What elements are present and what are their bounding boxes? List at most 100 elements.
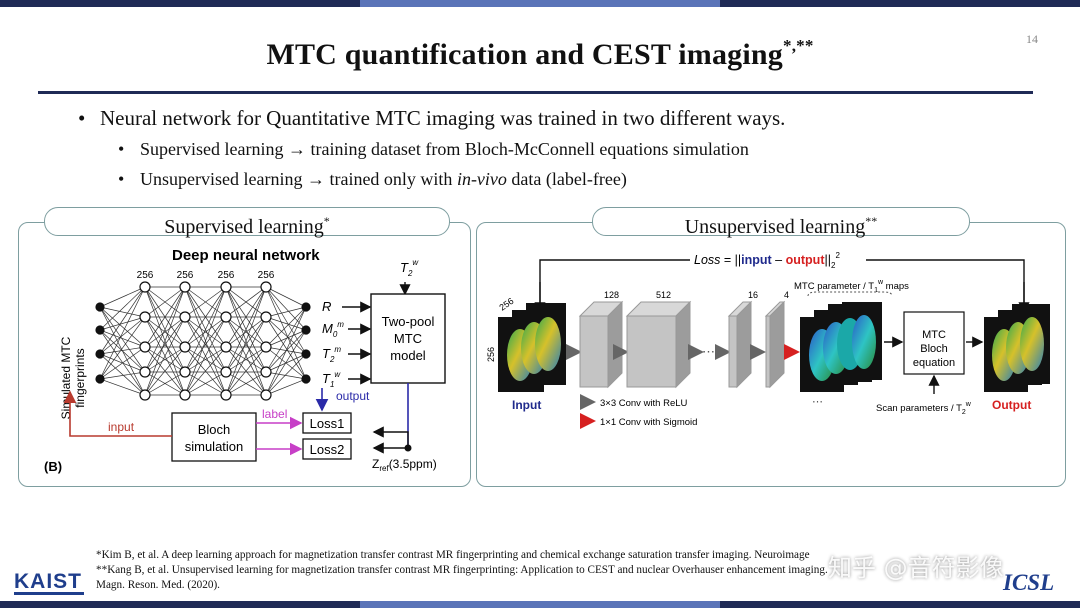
output-R: R bbox=[322, 299, 331, 314]
input-label-line2: fingerprints bbox=[73, 348, 87, 407]
bullet-sub-supervised: •Supervised learning → training dataset … bbox=[118, 139, 749, 159]
svg-text:Bloch: Bloch bbox=[198, 422, 231, 437]
footnote-2: **Kang B, et al. Unsupervised learning f… bbox=[96, 564, 828, 576]
nn-node bbox=[95, 302, 105, 312]
svg-text:16: 16 bbox=[748, 290, 758, 300]
conv-block-128 bbox=[578, 300, 624, 389]
svg-text:model: model bbox=[390, 348, 426, 363]
nn-node bbox=[220, 341, 232, 353]
mtc-maps-label: MTC parameter / T1w maps bbox=[794, 279, 909, 294]
nn-node bbox=[179, 341, 191, 353]
mtc-maps-stack bbox=[800, 302, 882, 392]
nn-node bbox=[139, 311, 151, 323]
nn-node bbox=[139, 281, 151, 293]
loss2-box bbox=[302, 438, 352, 460]
label-word: label bbox=[262, 407, 287, 421]
layer-size-4: 256 bbox=[258, 270, 275, 281]
input-label-line1: Simulated MTC bbox=[59, 336, 73, 419]
panel-tag: (B) bbox=[44, 459, 62, 474]
output-M0m: M0m bbox=[322, 320, 344, 339]
bottom-accent-bar bbox=[0, 601, 1080, 608]
supervised-diagram: Deep neural network 256 256 256 256 Simu… bbox=[44, 247, 446, 474]
svg-text:256: 256 bbox=[486, 347, 496, 362]
svg-text:MTC: MTC bbox=[922, 329, 946, 341]
output-T1w: T1w bbox=[322, 370, 341, 389]
dnn-heading: Deep neural network bbox=[172, 247, 320, 264]
svg-text:Loss2: Loss2 bbox=[310, 442, 345, 457]
output-T2m: T2m bbox=[322, 345, 341, 364]
conv-block-4 bbox=[764, 300, 786, 389]
nn-node bbox=[179, 311, 191, 323]
layer-size-1: 256 bbox=[137, 270, 154, 281]
bullet-sub-unsupervised: •Unsupervised learning → trained only wi… bbox=[118, 169, 627, 189]
nn-node bbox=[179, 281, 191, 293]
input-word: input bbox=[108, 420, 135, 434]
zref-label: Zref(3.5ppm) bbox=[372, 457, 437, 473]
svg-text:MTC: MTC bbox=[394, 331, 422, 346]
nn-node bbox=[301, 302, 311, 312]
kaist-logo-underline bbox=[14, 592, 84, 595]
nn-node bbox=[179, 389, 191, 401]
output-image-stack bbox=[984, 304, 1050, 392]
svg-text:Two-pool: Two-pool bbox=[382, 314, 435, 329]
svg-text:Bloch: Bloch bbox=[920, 343, 948, 355]
legend-sigmoid: 1×1 Conv with Sigmoid bbox=[600, 417, 697, 428]
footnote-1: *Kim B, et al. A deep learning approach … bbox=[96, 549, 810, 561]
output-label: Output bbox=[992, 398, 1031, 412]
svg-text:512: 512 bbox=[656, 290, 671, 300]
svg-text:simulation: simulation bbox=[185, 439, 244, 454]
loss-equation: Loss = ||input – output||22 bbox=[694, 251, 840, 270]
bloch-simulation-box bbox=[171, 412, 257, 462]
svg-text:128: 128 bbox=[604, 290, 619, 300]
nn-node bbox=[220, 311, 232, 323]
layer-size-2: 256 bbox=[177, 270, 194, 281]
loss1-box bbox=[302, 412, 352, 434]
unsupervised-label: Unsupervised learning** bbox=[592, 207, 970, 238]
input-label: Input bbox=[512, 398, 541, 412]
bullet-main: •Neural network for Quantitative MTC ima… bbox=[78, 106, 786, 130]
nn-node bbox=[260, 366, 272, 378]
unsupervised-diagram: Loss = ||input – output||22 256 256 Inpu… bbox=[486, 251, 1050, 429]
slide-number: 14 bbox=[1026, 32, 1038, 46]
scan-parameters-label: Scan parameters / T2w bbox=[876, 401, 972, 416]
watermark: 知乎 @音符影像 bbox=[828, 554, 1004, 582]
nn-node bbox=[139, 341, 151, 353]
nn-node bbox=[301, 325, 311, 335]
nn-node bbox=[220, 389, 232, 401]
legend-relu: 3×3 Conv with ReLU bbox=[600, 398, 688, 409]
svg-text:equation: equation bbox=[913, 357, 955, 369]
nn-node bbox=[301, 374, 311, 384]
kaist-logo: KAIST bbox=[14, 570, 82, 593]
nn-node bbox=[139, 366, 151, 378]
title-underline bbox=[38, 91, 1033, 94]
layer-size-3: 256 bbox=[218, 270, 235, 281]
svg-text:Loss1: Loss1 bbox=[310, 416, 345, 431]
mtc-bloch-equation-box bbox=[903, 311, 965, 375]
input-image-stack bbox=[498, 303, 566, 392]
nn-node bbox=[179, 366, 191, 378]
icsl-logo: ICSL bbox=[1003, 570, 1055, 595]
nn-node bbox=[95, 349, 105, 359]
conv-block-512 bbox=[625, 300, 692, 389]
nn-node bbox=[95, 374, 105, 384]
t2w-label: T2w bbox=[400, 258, 419, 278]
footnote-3: Magn. Reson. Med. (2020). bbox=[96, 579, 220, 591]
nn-node bbox=[95, 325, 105, 335]
svg-text:⋯: ⋯ bbox=[812, 396, 823, 408]
nn-node bbox=[139, 389, 151, 401]
nn-node bbox=[220, 281, 232, 293]
top-accent-bar bbox=[0, 0, 1080, 7]
neural-network bbox=[95, 281, 311, 401]
nn-node bbox=[260, 341, 272, 353]
footnotes: *Kim B, et al. A deep learning approach … bbox=[96, 548, 828, 593]
supervised-label: Supervised learning* bbox=[44, 207, 450, 238]
nn-node bbox=[260, 389, 272, 401]
nn-node bbox=[301, 349, 311, 359]
nn-node bbox=[220, 366, 232, 378]
slide-title: MTC quantification and CEST imaging*,** bbox=[266, 36, 814, 71]
nn-node bbox=[260, 311, 272, 323]
nn-node bbox=[260, 281, 272, 293]
svg-text:4: 4 bbox=[784, 290, 789, 300]
output-word: output bbox=[336, 389, 370, 403]
conv-block-16 bbox=[727, 300, 753, 389]
